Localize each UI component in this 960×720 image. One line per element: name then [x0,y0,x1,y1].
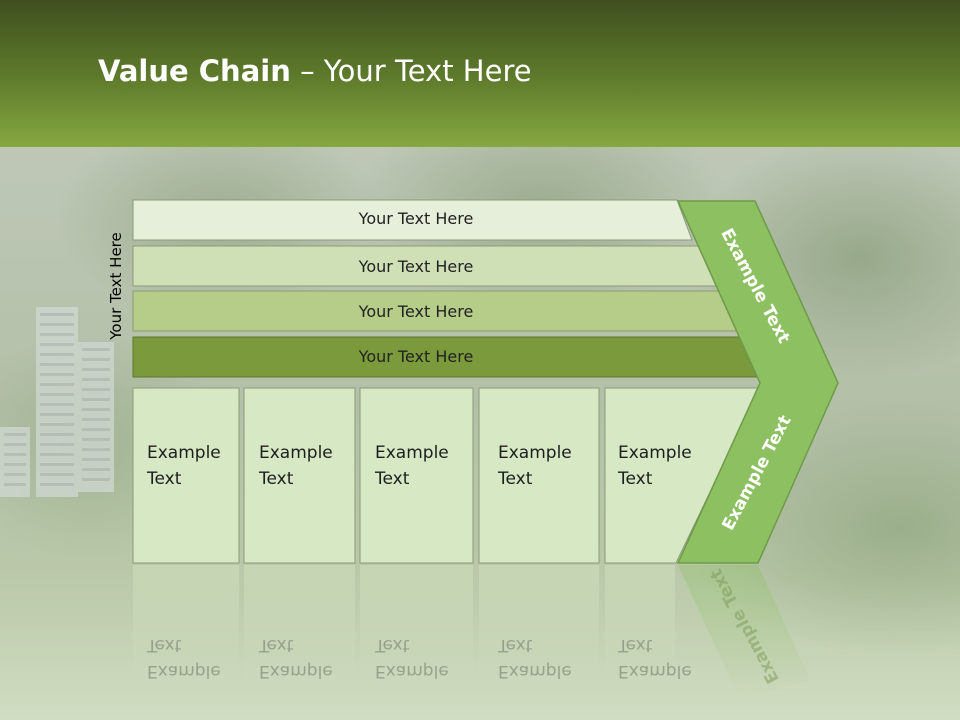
building-left-small [0,427,30,497]
box-1-refl-line1: Example [147,661,221,681]
side-label-text: Your Text Here [107,232,125,340]
box-1-line2: Text [147,469,182,489]
box-4-line2: Text [498,469,533,489]
bar-1 [132,199,693,241]
box-5-reflection [605,565,675,685]
box-3-line2: Text [375,469,410,489]
title-rest: – Your Text Here [290,54,532,88]
box-5-line2: Text [618,469,653,489]
box-5-refl-line1: Example [618,661,692,681]
header-band: Value Chain – Your Text Here [0,0,960,147]
box-2-reflection [244,565,355,685]
box-3-line1: Example [375,443,449,463]
box-1-refl-line2: Text [147,635,182,655]
title-bold: Value Chain [98,54,291,88]
box-2-line2: Text [259,469,294,489]
box-1 [132,387,240,564]
box-5-line1: Example [618,443,692,463]
box-4-text-reflection: Example Text [498,632,594,684]
box-5 [604,387,761,564]
box-2-refl-line2: Text [259,635,294,655]
box-3-text-reflection: Example Text [375,632,471,684]
box-3 [359,387,474,564]
bar-4-label: Your Text Here [358,347,474,366]
box-1-reflection [133,565,239,685]
slide-title: Value Chain – Your Text Here [98,54,532,94]
bar-1-label: Your Text Here [358,209,474,228]
box-4-refl-line2: Text [498,635,533,655]
box-4-line1: Example [498,443,572,463]
chevron-arrow [676,200,839,564]
box-4 [478,387,600,564]
bar-3-label: Your Text Here [358,302,474,321]
box-3-refl-line2: Text [375,635,410,655]
building-left-tall [36,307,78,497]
bar-2-label: Your Text Here [358,257,474,276]
box-1-line1: Example [147,443,221,463]
box-3-reflection [360,565,473,685]
box-4-refl-line1: Example [498,661,572,681]
box-4-reflection [479,565,599,685]
box-3-refl-line1: Example [375,661,449,681]
box-5-refl-line2: Text [618,635,653,655]
box-2-line1: Example [259,443,333,463]
building-left-mid [78,342,114,492]
box-2-refl-line1: Example [259,661,333,681]
box-1-text-reflection: Example Text [147,632,243,684]
box-2 [243,387,356,564]
box-5-text-reflection: Example Text [618,632,714,684]
chevron-reflection [678,565,810,700]
box-2-text-reflection: Example Text [259,632,355,684]
